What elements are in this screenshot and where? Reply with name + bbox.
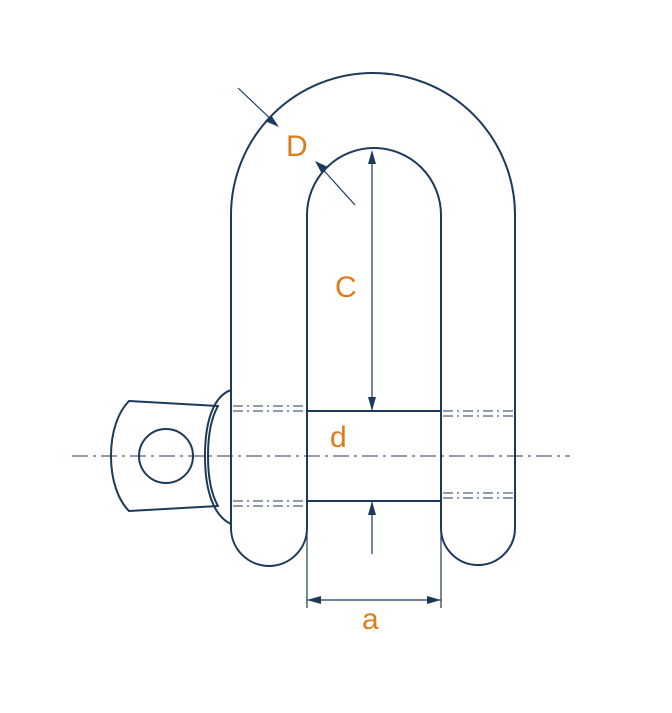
shackle-outer-outline: [230, 72, 516, 567]
dim-D-label: D: [286, 130, 308, 163]
dim-a-arrow-right: [427, 596, 441, 604]
dim-C-label: C: [335, 271, 357, 304]
dim-C-arrow-bottom: [368, 397, 376, 411]
pin-eye-head: [110, 400, 219, 512]
dim-a-label: a: [362, 603, 379, 636]
dim-C-arrow-top: [368, 150, 376, 164]
pin-eye-hole: [138, 428, 194, 484]
pin-collar-inner: [207, 405, 219, 507]
dim-d-arrow: [368, 501, 376, 515]
dim-D-arrow-inner: [315, 161, 328, 174]
dim-D-arrow-outer: [265, 115, 279, 127]
dim-d-label: d: [330, 421, 347, 454]
dim-a-arrow-left: [307, 596, 321, 604]
pin-collar: [204, 389, 232, 525]
